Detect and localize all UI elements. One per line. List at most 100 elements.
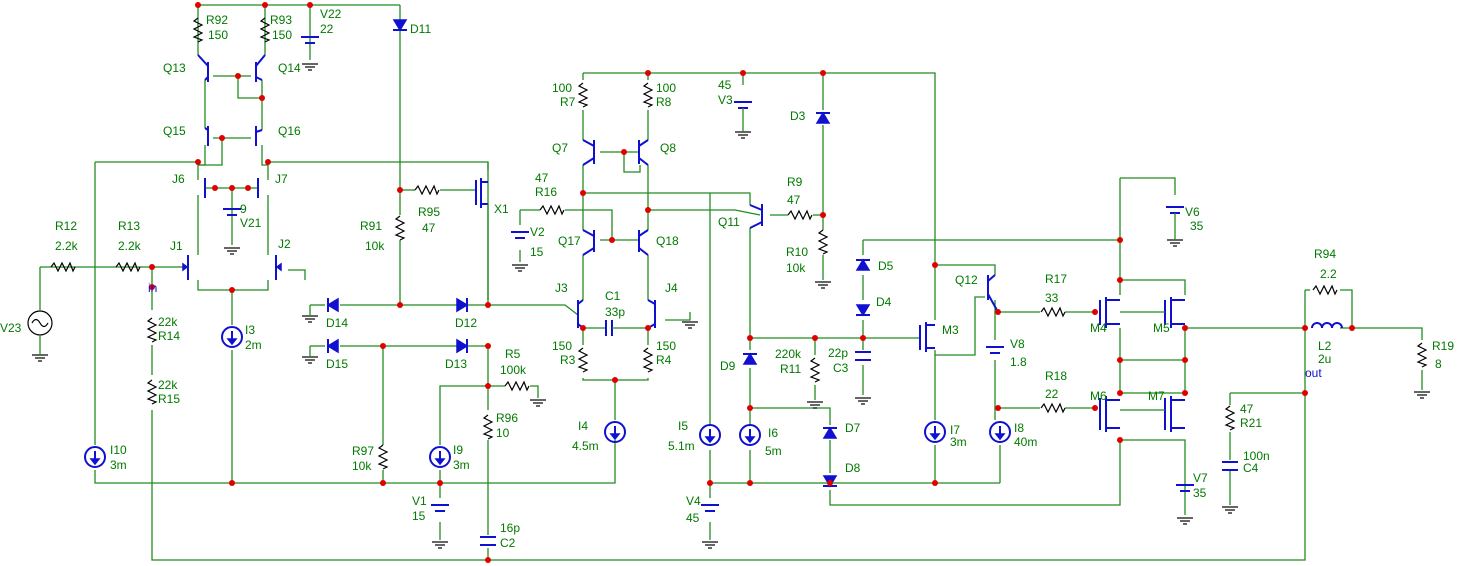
current-source-i6-symbol[interactable] bbox=[739, 424, 761, 446]
label-d15-ref: D15 bbox=[326, 357, 348, 371]
label-j7-ref: J7 bbox=[275, 172, 288, 186]
label-r5-ref: R5 bbox=[505, 347, 521, 361]
net-label-in: in bbox=[148, 281, 157, 295]
label-d4-ref: D4 bbox=[876, 295, 892, 309]
label-l2-value: 2u bbox=[1318, 352, 1331, 366]
label-c3-value: 22p bbox=[828, 346, 848, 360]
resistor-r5-symbol[interactable] bbox=[504, 381, 547, 407]
transistor-q8-symbol[interactable] bbox=[638, 139, 649, 166]
mosfet-m7-symbol[interactable] bbox=[1120, 396, 1185, 432]
resistor-r11-symbol[interactable] bbox=[806, 357, 824, 409]
diode-d11-symbol[interactable] bbox=[392, 19, 408, 31]
capacitor-c4-symbol[interactable] bbox=[1221, 461, 1239, 514]
current-source-i7-symbol[interactable] bbox=[924, 421, 946, 443]
current-source-i8-symbol[interactable] bbox=[989, 421, 1011, 443]
label-r95-ref: R95 bbox=[418, 205, 440, 219]
source-v23-symbol[interactable] bbox=[27, 310, 53, 362]
label-r21-ref: R21 bbox=[1240, 416, 1262, 430]
resistor-r95-symbol[interactable] bbox=[414, 185, 440, 195]
resistor-r91-symbol[interactable] bbox=[395, 215, 405, 241]
label-r11-ref: R11 bbox=[780, 362, 801, 376]
label-v2-value: 15 bbox=[530, 245, 544, 259]
resistor-r15-symbol[interactable] bbox=[147, 379, 157, 405]
resistor-r4-symbol[interactable] bbox=[643, 347, 653, 373]
label-m6-ref: M6 bbox=[1090, 389, 1107, 403]
resistor-r7-symbol[interactable] bbox=[578, 82, 588, 108]
label-q13-ref: Q13 bbox=[163, 61, 186, 75]
resistor-r14-symbol[interactable] bbox=[147, 317, 157, 343]
mosfet-x1-symbol[interactable] bbox=[475, 178, 489, 215]
current-source-i10-symbol[interactable] bbox=[84, 446, 106, 468]
diode-d12-symbol[interactable] bbox=[456, 297, 468, 313]
label-d14-ref: D14 bbox=[326, 316, 348, 330]
label-i9-ref: I9 bbox=[453, 443, 463, 457]
label-r96-value: 10 bbox=[496, 426, 510, 440]
label-m3-ref: M3 bbox=[942, 323, 959, 337]
resistor-r97-symbol[interactable] bbox=[378, 444, 388, 470]
transistor-q17-symbol[interactable] bbox=[582, 229, 595, 256]
label-r8-value: 100 bbox=[656, 81, 676, 95]
transistor-q15-symbol[interactable] bbox=[204, 126, 209, 146]
diode-d13-symbol[interactable] bbox=[456, 338, 468, 354]
label-v8-ref: V8 bbox=[1010, 337, 1025, 351]
resistor-r96-symbol[interactable] bbox=[483, 414, 493, 440]
resistor-r21-symbol[interactable] bbox=[1225, 405, 1235, 431]
resistor-r3-symbol[interactable] bbox=[578, 347, 588, 373]
transistor-q13-symbol[interactable] bbox=[197, 54, 209, 82]
label-r19-ref: R19 bbox=[1432, 339, 1454, 353]
transistor-q18-symbol[interactable] bbox=[638, 229, 649, 256]
jfet-j1-symbol[interactable] bbox=[175, 255, 189, 280]
resistor-r18-symbol[interactable] bbox=[1040, 403, 1066, 413]
mosfet-m6-symbol[interactable] bbox=[1099, 396, 1120, 432]
jfet-j2-symbol[interactable] bbox=[275, 255, 282, 280]
label-r93-ref: R93 bbox=[270, 13, 292, 27]
wire-network bbox=[39, 4, 1423, 561]
mosfet-m5-symbol[interactable] bbox=[1120, 297, 1185, 328]
label-m7-ref: M7 bbox=[1148, 389, 1165, 403]
label-v1-value: 15 bbox=[412, 509, 426, 523]
battery-v8-symbol[interactable] bbox=[985, 346, 1005, 354]
capacitor-c2-symbol[interactable] bbox=[480, 536, 496, 546]
mosfet-m4-symbol[interactable] bbox=[1099, 297, 1120, 328]
label-r14-value: 22k bbox=[158, 315, 178, 329]
diode-d4-symbol[interactable] bbox=[855, 304, 871, 316]
diode-d9-symbol[interactable] bbox=[742, 353, 758, 365]
label-q17-ref: Q17 bbox=[558, 234, 581, 248]
battery-v3-symbol[interactable] bbox=[733, 101, 753, 139]
mosfet-m3-symbol[interactable] bbox=[919, 322, 935, 352]
label-d12-ref: D12 bbox=[455, 316, 477, 330]
transistor-q11-symbol[interactable] bbox=[749, 204, 763, 229]
label-i10-value: 3m bbox=[110, 458, 127, 472]
resistor-r8-symbol[interactable] bbox=[643, 82, 653, 108]
capacitor-c3-symbol[interactable] bbox=[854, 351, 872, 405]
label-r16-value: 47 bbox=[535, 171, 549, 185]
jfet-j3-symbol[interactable] bbox=[577, 299, 584, 329]
diode-d15-symbol[interactable] bbox=[301, 338, 339, 364]
battery-v6-symbol[interactable] bbox=[1165, 206, 1185, 247]
label-v4-ref: V4 bbox=[686, 494, 701, 508]
diode-d3-symbol[interactable] bbox=[815, 112, 831, 124]
current-source-i5-symbol[interactable] bbox=[699, 424, 721, 446]
current-source-i9-symbol[interactable] bbox=[429, 446, 451, 468]
resistor-r17-symbol[interactable] bbox=[1040, 307, 1066, 317]
label-r14-ref: R14 bbox=[158, 329, 180, 343]
resistor-r16-symbol[interactable] bbox=[539, 205, 565, 215]
transistor-q7-symbol[interactable] bbox=[582, 139, 595, 166]
inductor-l2-symbol[interactable] bbox=[1311, 322, 1343, 329]
label-i4-ref: I4 bbox=[578, 419, 588, 433]
label-v3-ref: V3 bbox=[718, 93, 733, 107]
diode-d5-symbol[interactable] bbox=[855, 259, 871, 271]
current-source-i4-symbol[interactable] bbox=[604, 421, 626, 443]
transistor-q14-symbol[interactable] bbox=[213, 54, 266, 82]
diode-d14-symbol[interactable] bbox=[301, 297, 339, 323]
label-v3-value: 45 bbox=[718, 78, 732, 92]
transistor-q12-symbol[interactable] bbox=[987, 274, 999, 313]
current-source-i3-symbol[interactable] bbox=[221, 326, 243, 348]
capacitor-c1-symbol[interactable] bbox=[583, 320, 648, 336]
label-c2-ref: C2 bbox=[500, 536, 516, 550]
resistor-r9-symbol[interactable] bbox=[787, 210, 813, 220]
resistor-r94-symbol[interactable] bbox=[1312, 285, 1338, 295]
label-i9-value: 3m bbox=[453, 458, 470, 472]
diode-d7-symbol[interactable] bbox=[822, 427, 838, 439]
label-r17-ref: R17 bbox=[1045, 272, 1067, 286]
